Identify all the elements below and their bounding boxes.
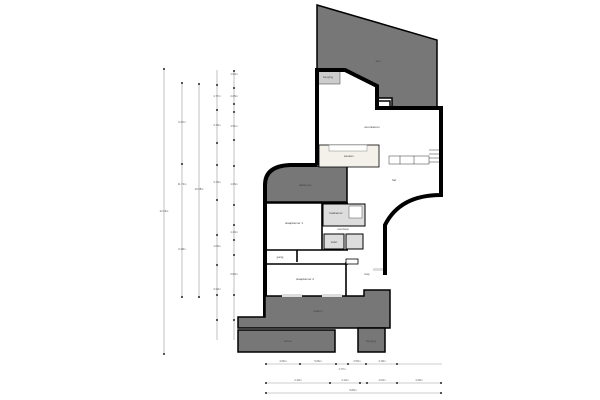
room-label-overloop: overloop <box>337 227 349 231</box>
dim-label: 1.77m <box>338 367 345 371</box>
dim-label: 1.40m <box>230 230 237 234</box>
terrace <box>237 329 336 353</box>
stairs <box>388 149 439 165</box>
dim-label: 2.40m <box>294 378 301 382</box>
dim-label: 3.15m <box>213 123 220 127</box>
outer-wall <box>315 68 443 275</box>
toilet-room <box>323 233 345 250</box>
room-label-woonkamer: woonkamer <box>364 125 380 129</box>
stair-opening <box>345 258 359 265</box>
windows <box>282 268 383 297</box>
dimension-lines-vertical: 22.26m 6.47m 6.48m 11.74m 10.58m 4.77m 3… <box>160 68 238 355</box>
dim-label: 10.58m <box>195 187 204 191</box>
room-label-berging-boven: berging <box>323 75 333 79</box>
dim-label: 1.03m <box>378 378 385 382</box>
dim-label: 4.73m <box>213 180 220 184</box>
room-label-hal: hal <box>392 178 396 182</box>
room-label-gang: gang <box>277 255 284 259</box>
dim-label: 2.50m <box>353 359 360 363</box>
room-label-slaapkamer1: slaapkamer 1 <box>285 221 303 225</box>
balcony <box>237 289 391 329</box>
storage-bottom <box>357 327 386 353</box>
dim-label: 4.51m <box>230 124 237 128</box>
kitchen-hatch <box>328 144 368 152</box>
shower <box>345 233 364 250</box>
dim-label: 5.66m <box>314 359 321 363</box>
dim-label: 4.18m <box>378 359 385 363</box>
room-label-badkamer: badkamer <box>329 211 342 215</box>
room-label-keuken: keuken <box>344 154 354 158</box>
room-label-berging-onder: berging <box>366 339 376 343</box>
dim-label: 2.14m <box>341 378 348 382</box>
dim-label: 4.77m <box>213 94 220 98</box>
dim-label: 1.60m <box>230 72 237 76</box>
dim-label: 4.66m <box>279 359 286 363</box>
dim-label: 3.33m <box>213 287 220 291</box>
dim-label: 1.06m <box>230 182 237 186</box>
room-label-terras: terras <box>284 339 292 343</box>
dim-label: 9.80m <box>349 388 356 392</box>
dim-label: 0.80m <box>230 272 237 276</box>
dim-label: 11.74m <box>178 182 186 186</box>
outer-wall-left <box>240 163 317 322</box>
room-label-dakterras: dakterras <box>299 183 312 187</box>
dim-label: 2.08m <box>230 94 237 98</box>
dimension-lines-horizontal: 4.66m 5.66m 1.77m 2.50m 4.18m 2.40m 2.14… <box>265 359 442 394</box>
room-label-slaapkamer2: slaapkamer 2 <box>296 277 314 281</box>
room-label-trap: trap <box>364 272 370 276</box>
dim-label: 6.47m <box>178 120 185 124</box>
dim-label: 22.26m <box>160 209 169 213</box>
room-label-toilet: toilet <box>331 240 338 244</box>
bathtub <box>348 205 363 219</box>
room-label-balkon: balkon <box>314 309 323 313</box>
dim-label: 6.48m <box>178 247 185 251</box>
dim-label: 4.36m <box>415 378 422 382</box>
room-label-tuin: tuin <box>376 59 381 63</box>
dim-label: 1.06m <box>213 244 220 248</box>
